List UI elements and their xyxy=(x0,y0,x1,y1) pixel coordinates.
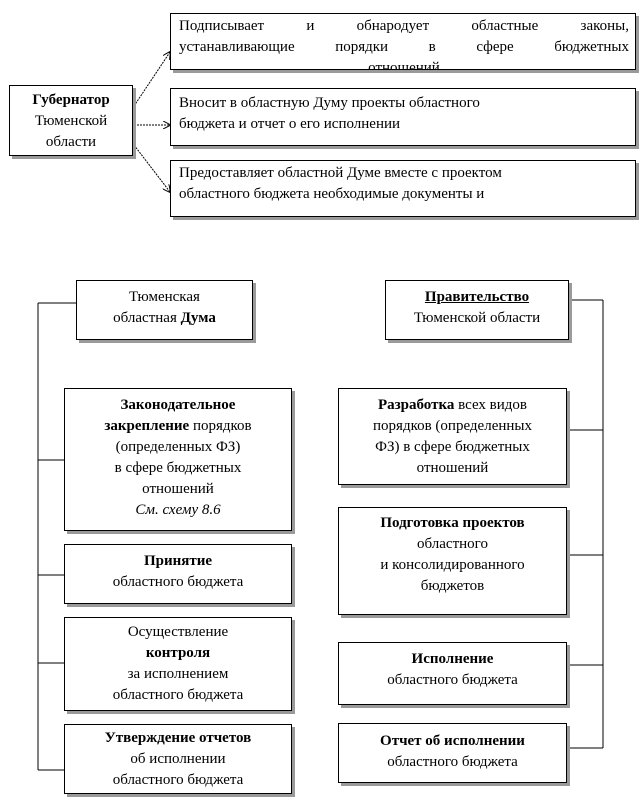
power-2-line-1: Вносит в областную Думу проекты областно… xyxy=(179,95,480,111)
duma-item-control: Осуществление контроля за исполнением об… xyxy=(64,617,292,711)
duma-item-1-bold-2: закрепление xyxy=(104,418,190,434)
arrow-to-power-1 xyxy=(133,52,170,107)
duma-item-3-line-2: контроля xyxy=(65,643,291,664)
government-item-2-bold: Подготовка проектов xyxy=(380,515,525,531)
duma-item-2-bold: Принятие xyxy=(143,553,213,569)
government-item-2-line-4: бюджетов xyxy=(420,578,485,594)
government-item-1-line-2: порядков (определенных xyxy=(373,418,532,434)
government-item-1-bold: Разработка xyxy=(377,397,455,413)
duma-item-1-line-4: в сфере бюджетных xyxy=(114,460,242,476)
government-header-line-2: Тюменской области xyxy=(413,310,541,326)
duma-item-3-line-1: Осуществление xyxy=(127,624,229,640)
power-1-line-2: устанавливающие порядки в сфере бюджетны… xyxy=(179,39,629,55)
government-item-2-line-3: и консолидированного xyxy=(380,557,525,573)
government-item-2-line-1: Подготовка проектов xyxy=(339,513,566,534)
government-item-1-line-3: ФЗ) в сфере бюджетных xyxy=(375,439,530,455)
power-1-line-3: отношений xyxy=(368,60,440,70)
duma-item-4-line-3: областного бюджета xyxy=(112,772,244,788)
duma-item-3-line-3: за исполнением xyxy=(127,666,229,682)
governor-subtitle-2: области xyxy=(45,134,97,150)
government-item-preparation: Подготовка проектов областного и консоли… xyxy=(338,507,567,615)
government-item-4-line-2: областного бюджета xyxy=(387,754,518,770)
duma-header-box: Тюменская областная Дума xyxy=(76,280,253,340)
duma-item-2-line-1: Принятие xyxy=(65,551,291,572)
duma-item-4-line-1: Утверждение отчетов xyxy=(65,728,291,749)
duma-item-1-ref: См. схему 8.6 xyxy=(135,502,221,518)
governor-title: Губернатор xyxy=(32,92,110,108)
duma-item-adoption: Принятие областного бюджета xyxy=(64,544,292,604)
government-item-2-line-2: областного xyxy=(417,536,488,552)
duma-item-1-line-1: Законодательное xyxy=(65,395,291,416)
duma-item-2-line-2: областного бюджета xyxy=(112,574,244,590)
power-box-provide-docs: Предоставляет областной Думе вместе с пр… xyxy=(170,160,636,217)
governor-subtitle-1: Тюменской xyxy=(34,113,108,129)
government-item-development: Разработка всех видов порядков (определе… xyxy=(338,388,567,485)
government-item-3-line-2: областного бюджета xyxy=(387,672,518,688)
government-item-1-line-1: Разработка всех видов xyxy=(339,395,566,416)
government-item-report: Отчет об исполнении областного бюджета xyxy=(338,723,567,783)
duma-item-1-rest-2: порядков xyxy=(189,418,252,434)
duma-item-3-bold: контроля xyxy=(145,645,211,661)
government-item-1-rest: всех видов xyxy=(454,397,528,413)
power-box-submit-budget: Вносит в областную Думу проекты областно… xyxy=(170,88,636,146)
government-item-3-bold: Исполнение xyxy=(411,651,494,667)
duma-header-line-1: Тюменская xyxy=(129,289,200,305)
power-box-sign-laws: Подписывает и обнародует областные закон… xyxy=(170,13,636,70)
duma-header-bold: Дума xyxy=(180,310,216,326)
power-2-line-2: бюджета и отчет о его исполнении xyxy=(179,116,401,132)
duma-item-4-line-2: об исполнении xyxy=(130,751,226,767)
duma-item-4-bold: Утверждение отчетов xyxy=(104,730,252,746)
duma-item-3-line-4: областного бюджета xyxy=(112,687,244,703)
government-item-4-bold: Отчет об исполнении xyxy=(380,733,525,749)
arrow-to-power-3 xyxy=(133,144,170,192)
government-item-1-line-4: отношений xyxy=(416,460,489,476)
government-header-line-1: Правительство xyxy=(386,287,568,308)
duma-item-approval: Утверждение отчетов об исполнении област… xyxy=(64,724,292,794)
power-3-line-2: областного бюджета необходимые документы… xyxy=(179,186,485,202)
governor-box: Губернатор Тюменской области xyxy=(9,85,133,156)
government-item-execution: Исполнение областного бюджета xyxy=(338,642,567,705)
government-header-box: Правительство Тюменской области xyxy=(385,280,569,340)
duma-header-plain: областная xyxy=(113,310,181,326)
duma-item-legislation: Законодательное закрепление порядков (оп… xyxy=(64,388,292,531)
duma-item-1-line-3: (определенных ФЗ) xyxy=(115,439,241,455)
power-3-line-1: Предоставляет областной Думе вместе с пр… xyxy=(179,165,502,181)
government-header-bold: Правительство xyxy=(424,289,530,305)
government-item-3-line-1: Исполнение xyxy=(339,649,566,670)
duma-item-1-bold-1: Законодательное xyxy=(120,397,236,413)
power-1-line-1: Подписывает и обнародует областные закон… xyxy=(179,18,629,34)
duma-item-1-line-5: отношений xyxy=(142,481,214,497)
duma-header-line-2: областная Дума xyxy=(77,308,252,329)
government-item-4-line-1: Отчет об исполнении xyxy=(339,731,566,752)
duma-item-1-line-2: закрепление порядков xyxy=(65,416,291,437)
